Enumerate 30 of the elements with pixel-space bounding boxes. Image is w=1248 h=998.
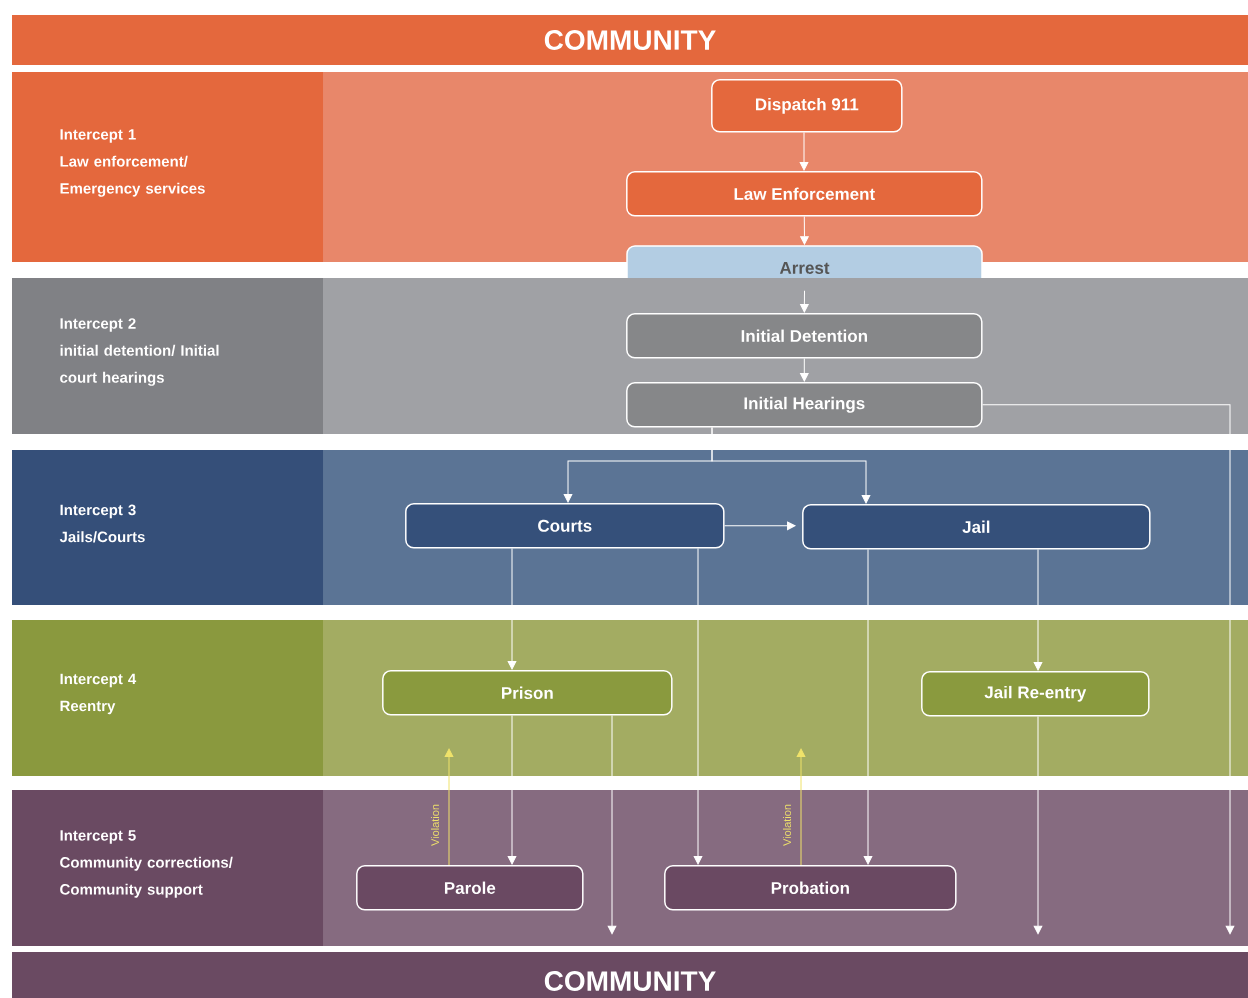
community-band: COMMUNITY: [12, 15, 1248, 65]
arrow: [982, 404, 1235, 935]
process-box: Probation: [664, 865, 957, 911]
process-box: Prison: [382, 670, 673, 716]
arrow: [799, 132, 809, 171]
arrow: [1033, 549, 1043, 671]
arrow: [800, 358, 809, 382]
arrow: [711, 427, 871, 504]
arrow: [444, 748, 454, 866]
community-band: COMMUNITY: [12, 952, 1248, 998]
process-box: Initial Hearings: [626, 382, 983, 428]
process-box: Courts: [405, 503, 725, 549]
process-box: Dispatch 911: [711, 79, 903, 133]
arrow: [693, 548, 703, 865]
process-box: Jail Re-entry: [921, 671, 1150, 717]
arrow: [796, 748, 806, 866]
process-box: Law Enforcement: [626, 171, 983, 217]
arrow: [863, 549, 873, 865]
arrow: [800, 290, 809, 313]
arrow: [800, 216, 809, 245]
process-box: Jail: [802, 504, 1151, 550]
arrow: [724, 521, 796, 531]
process-box: Parole: [356, 865, 584, 911]
arrow: [507, 548, 517, 670]
process-box: Initial Detention: [626, 313, 983, 359]
arrow: [1033, 716, 1043, 935]
arrow: [507, 715, 517, 865]
edge-label: Violation: [782, 804, 792, 846]
edge-label: Violation: [430, 804, 440, 846]
arrow: [607, 715, 617, 935]
